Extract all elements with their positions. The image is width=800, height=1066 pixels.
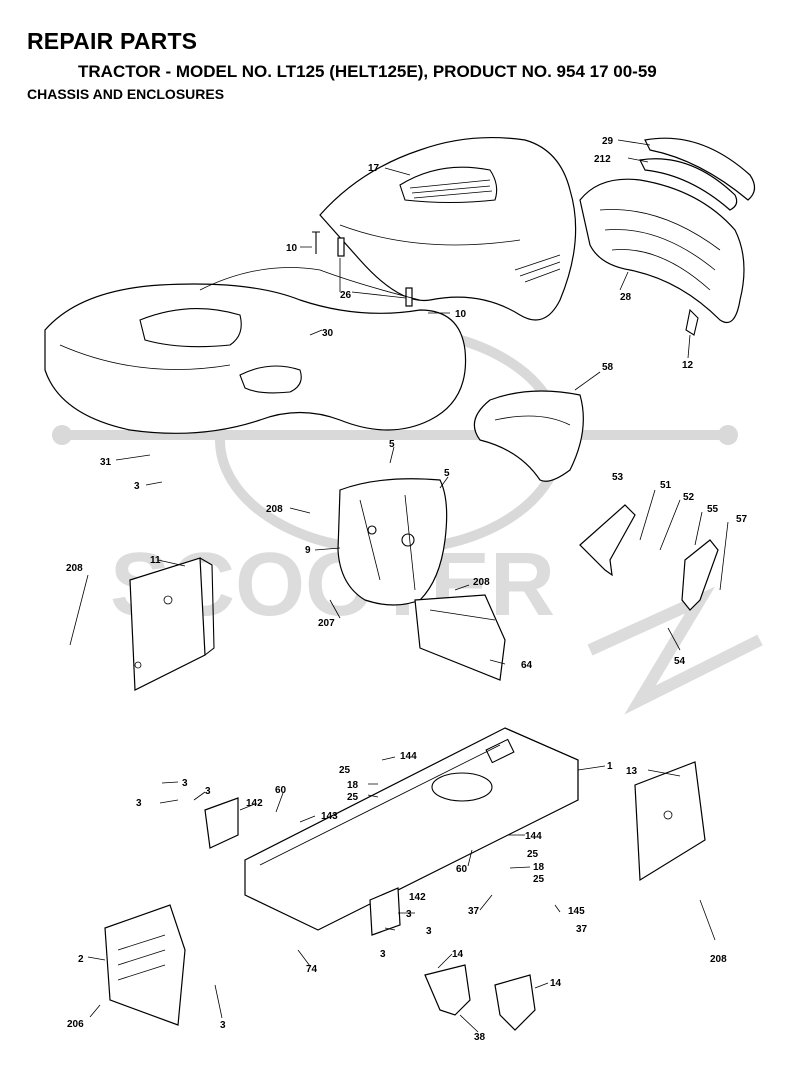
bracket-part-38 [424, 964, 536, 1031]
callout-2: 2 [78, 954, 84, 965]
callout-11: 11 [150, 555, 161, 566]
callout-60a: 60 [275, 785, 287, 796]
callout-5b: 5 [444, 468, 450, 479]
side-panel-part-11 [129, 557, 215, 691]
callout-55: 55 [707, 504, 719, 515]
callout-3b: 3 [182, 778, 188, 789]
section-title: CHASSIS AND ENCLOSURES [27, 86, 225, 102]
callout-60b: 60 [456, 864, 468, 875]
callout-26a: 25 [339, 765, 351, 776]
callout-142a: 142 [246, 798, 263, 809]
callout-14b: 14 [550, 978, 562, 989]
callout-212: 212 [594, 154, 611, 165]
callout-143: 143 [321, 811, 338, 822]
callout-142b: 142 [409, 892, 426, 903]
callout-26c: 25 [527, 849, 539, 860]
callout-145: 145 [568, 906, 585, 917]
grille-part-28 [579, 178, 745, 336]
callout-29: 29 [602, 136, 614, 147]
callout-10b: 10 [455, 309, 467, 320]
clip-part-12 [685, 308, 699, 336]
callout-51: 51 [660, 480, 672, 491]
callout-208c: 208 [473, 577, 490, 588]
callout-208b: 208 [66, 563, 83, 574]
plate-part-2 [104, 904, 186, 1026]
callout-25b: 18 [533, 862, 545, 873]
callout-17: 17 [368, 163, 380, 174]
callout-53: 53 [612, 472, 624, 483]
callout-74: 74 [306, 964, 318, 975]
callout-208a: 208 [266, 504, 283, 515]
callout-54: 54 [674, 656, 686, 667]
callout-3d: 3 [136, 798, 142, 809]
side-panel-part-13 [634, 761, 706, 882]
callout-5a: 5 [389, 439, 395, 450]
callout-25a: 18 [347, 780, 359, 791]
callout-10a: 10 [286, 243, 298, 254]
callout-30: 30 [322, 328, 334, 339]
callout-31: 31 [100, 457, 112, 468]
bar-part-29 [644, 137, 756, 201]
callout-3f: 3 [426, 926, 432, 937]
support-part-64 [414, 594, 506, 681]
callout-3c: 3 [205, 786, 211, 797]
callout-1: 1 [607, 761, 613, 772]
main-frame-part-1 [244, 727, 579, 931]
dash-panel-part-9 [337, 478, 448, 606]
callout-38: 38 [474, 1032, 486, 1043]
callout-57: 57 [736, 514, 748, 525]
hood-part-17 [319, 136, 577, 321]
callout-26b: 25 [347, 792, 359, 803]
callout-144a: 144 [400, 751, 417, 762]
callout-37b: 37 [576, 924, 588, 935]
callout-64: 64 [521, 660, 533, 671]
callout-labels: 17 29 212 10 26 10 30 28 12 58 31 3 5 5 … [66, 136, 748, 1043]
callout-14a: 14 [452, 949, 464, 960]
callout-9: 9 [305, 545, 311, 556]
callout-52: 52 [683, 492, 695, 503]
callout-26d: 25 [533, 874, 545, 885]
shield-part-58 [473, 390, 584, 482]
page-title: REPAIR PARTS [27, 28, 198, 54]
callout-58: 58 [602, 362, 614, 373]
callout-144b: 144 [525, 831, 542, 842]
callout-3a: 3 [134, 481, 140, 492]
leader-lines [69, 139, 729, 1033]
callout-12: 12 [682, 360, 694, 371]
callout-18: 26 [340, 290, 352, 301]
callout-3h: 3 [220, 1020, 226, 1031]
bracket-part-142 [204, 797, 401, 936]
product-subtitle: TRACTOR - MODEL NO. LT125 (HELT125E), PR… [78, 62, 657, 81]
bar-part-212 [639, 158, 738, 211]
bracket-part-55 [681, 539, 719, 611]
callout-3g: 3 [380, 949, 386, 960]
callout-13: 13 [626, 766, 638, 777]
fender-deck-part-30 [44, 267, 467, 434]
callout-207: 207 [318, 618, 335, 629]
callout-28: 28 [620, 292, 632, 303]
callout-3e: 3 [406, 909, 412, 920]
callout-206: 206 [67, 1019, 84, 1030]
bracket-part-53 [579, 504, 636, 577]
callout-37a: 37 [468, 906, 480, 917]
callout-208d: 208 [710, 954, 727, 965]
